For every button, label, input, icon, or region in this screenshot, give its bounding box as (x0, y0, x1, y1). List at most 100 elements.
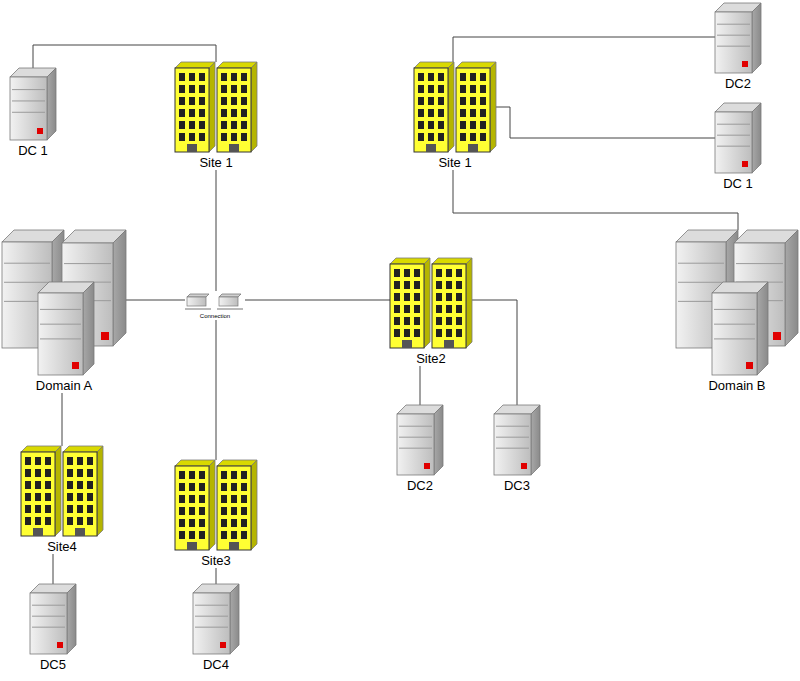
building-roof (63, 446, 103, 452)
building-window (460, 109, 466, 117)
server-bay (12, 100, 45, 101)
building-window (460, 133, 466, 141)
building-window (189, 133, 195, 141)
building-window (77, 481, 83, 489)
node-icon (390, 258, 472, 348)
building-door (229, 144, 239, 152)
building-window (179, 507, 185, 515)
building-window (67, 517, 73, 525)
server-node: DC 1 (715, 103, 761, 191)
building-window (404, 329, 410, 337)
building-window (414, 305, 420, 313)
building-side (209, 460, 215, 550)
building-window (221, 483, 227, 491)
building-window (418, 109, 424, 117)
building-window (436, 329, 442, 337)
building-window (189, 109, 195, 117)
server-icon (397, 405, 443, 475)
node-icon (2, 230, 126, 375)
building-window (199, 471, 205, 479)
building-window (394, 269, 400, 277)
site-node: Site4 (21, 446, 103, 554)
building-side (97, 446, 103, 536)
building-window (456, 317, 462, 325)
switch-front (187, 297, 206, 306)
building-window (199, 97, 205, 105)
node-label: Site2 (390, 351, 472, 366)
building-roof (414, 62, 454, 68)
server-side (752, 103, 761, 173)
building-window (67, 493, 73, 501)
node-label: DC 1 (10, 143, 56, 158)
server-bay (12, 89, 45, 90)
server-side (47, 68, 56, 140)
node-icon (185, 291, 245, 311)
building-icon (390, 258, 472, 348)
server-bay (496, 448, 529, 449)
server-bay (40, 309, 81, 310)
building-window (25, 469, 31, 477)
server-bay (678, 282, 724, 283)
building-window (231, 483, 237, 491)
building-window (87, 505, 93, 513)
building-icon (21, 446, 103, 536)
server-bay (717, 124, 750, 125)
building-window (189, 507, 195, 515)
building-window (470, 73, 476, 81)
building-door (402, 340, 412, 348)
server-bay (195, 605, 228, 606)
building-window (241, 97, 247, 105)
server-node: DC2 (397, 405, 443, 493)
switch-base (217, 308, 243, 309)
building-window (231, 507, 237, 515)
node-icon (494, 405, 540, 475)
server-bay (32, 616, 65, 617)
building-window (179, 73, 185, 81)
server-bay (496, 426, 529, 427)
building-window (231, 121, 237, 129)
network-link (126, 300, 185, 301)
building-window (189, 495, 195, 503)
node-icon (397, 405, 443, 475)
building-window (394, 293, 400, 301)
server-side (785, 230, 798, 346)
building-icon (414, 62, 496, 152)
node-label: Site4 (21, 539, 103, 554)
building-window (45, 493, 51, 501)
network-link (216, 170, 217, 291)
node-label: Site3 (175, 553, 257, 568)
server-node: DC2 (715, 3, 761, 91)
server-front (30, 593, 67, 654)
server-icon (10, 68, 56, 140)
server-bay (399, 426, 432, 427)
server-node: DC4 (193, 584, 239, 672)
server-icon (715, 103, 761, 173)
building-window (25, 505, 31, 513)
building-window (404, 293, 410, 301)
building-window (179, 121, 185, 129)
building-side (466, 258, 472, 348)
building-window (438, 133, 444, 141)
server-front (10, 77, 47, 140)
building-window (414, 329, 420, 337)
server-side (67, 584, 76, 654)
server-front (712, 293, 757, 375)
building-window (241, 109, 247, 117)
building-window (179, 495, 185, 503)
network-link (62, 393, 63, 446)
building-roof (390, 258, 430, 264)
building-door (426, 144, 436, 152)
power-led (521, 463, 527, 469)
cluster-icon (2, 230, 126, 375)
building-window (438, 109, 444, 117)
building-window (25, 457, 31, 465)
power-led (742, 161, 748, 167)
server-icon (494, 405, 540, 475)
network-link (216, 568, 217, 584)
switch-top (219, 294, 241, 297)
building-window (199, 483, 205, 491)
building-window (414, 293, 420, 301)
building-window (221, 471, 227, 479)
building-window (179, 519, 185, 527)
